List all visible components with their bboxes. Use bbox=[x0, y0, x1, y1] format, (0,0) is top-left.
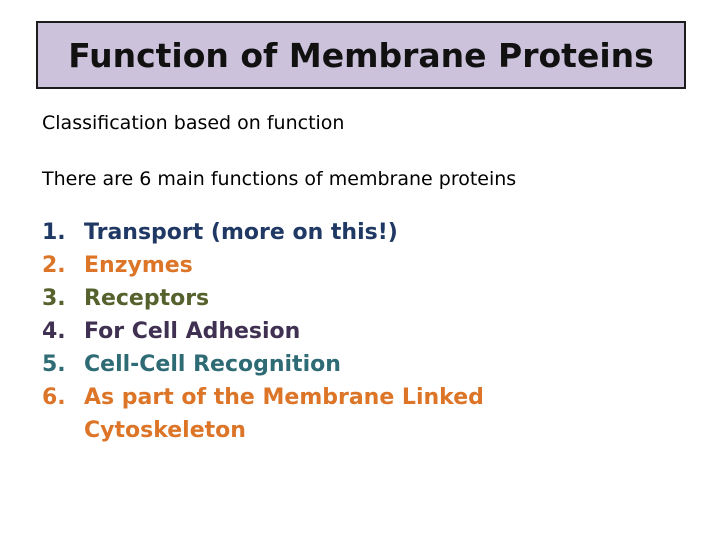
list-item-text: Transport (more on this!) bbox=[84, 220, 398, 245]
list-item-text: As part of the Membrane Linked Cytoskele… bbox=[84, 385, 484, 443]
list-item-text: Enzymes bbox=[84, 253, 193, 278]
intro-line-classification: Classification based on function bbox=[42, 112, 345, 134]
list-item-enzymes: 2. Enzymes bbox=[42, 249, 682, 282]
list-item-number: 4. bbox=[42, 319, 66, 344]
slide-body: Classification based on function There a… bbox=[42, 112, 682, 447]
list-item-number: 6. bbox=[42, 385, 66, 410]
list-item-cell-adhesion: 4. For Cell Adhesion bbox=[42, 315, 682, 348]
list-item-number: 2. bbox=[42, 253, 66, 278]
list-item-text: Receptors bbox=[84, 286, 210, 311]
list-item-cell-cell-recognition: 5. Cell-Cell Recognition bbox=[42, 348, 682, 381]
list-item-text: For Cell Adhesion bbox=[84, 319, 301, 344]
list-item-number: 3. bbox=[42, 286, 66, 311]
intro-line-six-functions: There are 6 main functions of membrane p… bbox=[42, 168, 517, 190]
list-item-receptors: 3. Receptors bbox=[42, 282, 682, 315]
function-list: 1. Transport (more on this!) 2. Enzymes … bbox=[42, 216, 682, 447]
list-item-cytoskeleton: 6. As part of the Membrane Linked Cytosk… bbox=[42, 381, 682, 447]
slide-title: Function of Membrane Proteins bbox=[68, 35, 654, 75]
list-item-text: Cell-Cell Recognition bbox=[84, 352, 341, 377]
list-item-transport: 1. Transport (more on this!) bbox=[42, 216, 682, 249]
list-item-number: 5. bbox=[42, 352, 66, 377]
list-item-number: 1. bbox=[42, 220, 66, 245]
title-box: Function of Membrane Proteins bbox=[36, 21, 686, 89]
